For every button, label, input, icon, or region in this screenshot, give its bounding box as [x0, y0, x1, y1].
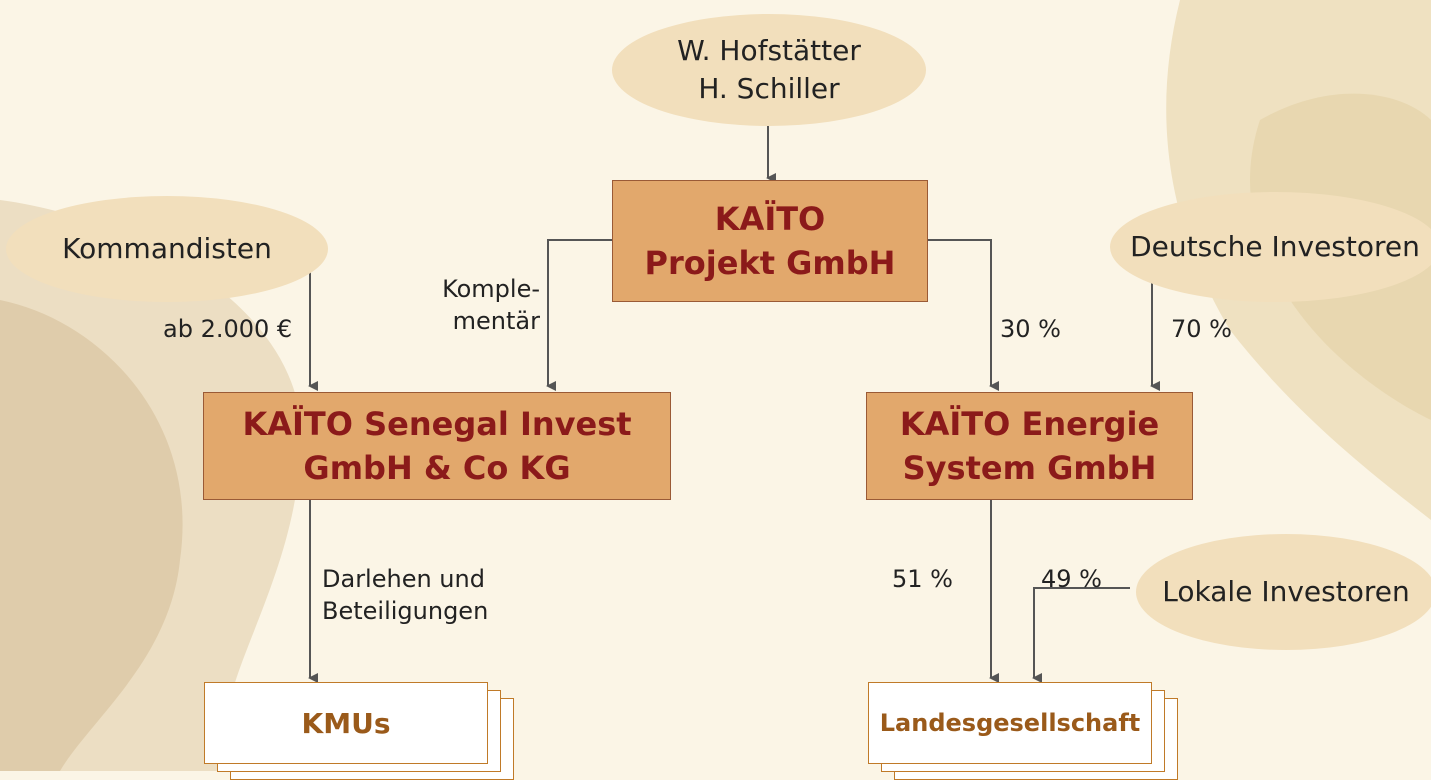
darlehen-line-1: Darlehen und [322, 565, 485, 593]
energie-title-2: System GmbH [902, 449, 1157, 487]
senegal-title-2: GmbH & Co KG [303, 449, 571, 487]
edge-label-30: 30 % [1000, 315, 1061, 343]
projekt-title-2: Projekt GmbH [644, 244, 896, 282]
founders-name-2: H. Schiller [698, 72, 840, 105]
komplementaer-line-1: Komple- [442, 275, 540, 303]
kommanditisten-ellipse: Kommandisten [6, 196, 328, 302]
lokale-investoren-label: Lokale Investoren [1162, 575, 1410, 608]
senegal-title-1: KAÏTO Senegal Invest [242, 405, 632, 443]
kommanditisten-label: Kommandisten [62, 232, 272, 265]
energie-title-1: KAÏTO Energie [899, 405, 1160, 443]
edge-label-70: 70 % [1171, 315, 1232, 343]
edge-label-komplementaer: Komple- mentär [410, 273, 540, 337]
founders-ellipse: W. Hofstätter H. Schiller [612, 14, 926, 126]
deutsche-investoren-label: Deutsche Investoren [1130, 230, 1420, 263]
deutsche-investoren-ellipse: Deutsche Investoren [1110, 192, 1431, 302]
landesgesellschaft-label: Landesgesellschaft [879, 709, 1141, 737]
edge-label-49: 49 % [1041, 565, 1102, 593]
founders-name-1: W. Hofstätter [677, 34, 861, 67]
edge-lokale-landes [1032, 587, 1130, 683]
edge-label-darlehen: Darlehen und Beteiligungen [322, 563, 488, 627]
darlehen-line-2: Beteiligungen [322, 597, 489, 625]
edge-projekt-senegal [546, 239, 612, 391]
projekt-gmbh-box: KAÏTO Projekt GmbH [612, 180, 928, 302]
edge-label-ab-2000: ab 2.000 € [163, 315, 293, 343]
senegal-invest-box: KAÏTO Senegal Invest GmbH & Co KG [203, 392, 671, 500]
projekt-title-1: KAÏTO [714, 200, 826, 238]
komplementaer-line-2: mentär [452, 307, 540, 335]
lokale-investoren-ellipse: Lokale Investoren [1136, 534, 1431, 650]
landesgesellschaft-stack: Landesgesellschaft [868, 682, 1188, 780]
energie-system-box: KAÏTO Energie System GmbH [866, 392, 1193, 500]
kmus-label: KMUs [301, 706, 391, 740]
kmus-stack: KMUs [204, 682, 524, 780]
landesgesellschaft-card: Landesgesellschaft [868, 682, 1152, 764]
edge-label-51: 51 % [892, 565, 953, 593]
edge-projekt-energie [928, 239, 999, 391]
kmus-card: KMUs [204, 682, 488, 764]
